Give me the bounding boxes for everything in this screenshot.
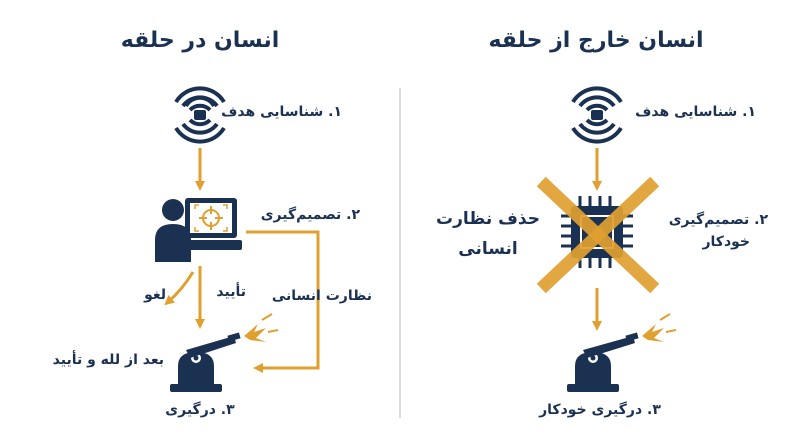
muzzle-flash-icon xyxy=(642,313,677,342)
cancel-label: لغو xyxy=(144,287,166,303)
left-panel-title: انسان در حلقه xyxy=(120,28,280,53)
right-step2-line1: ۲. تصمیم‌گیری xyxy=(668,212,768,228)
target-crosshair-icon xyxy=(194,204,228,232)
left-step3-label: ۳. درگیری xyxy=(165,402,235,418)
left-step2-label: ۲. تصمیم‌گیری xyxy=(260,207,360,223)
radar-icon xyxy=(571,86,623,144)
right-panel-title: انسان خارج از حلقه xyxy=(488,28,704,53)
after-approval-label: بعد از لله و تأیید xyxy=(52,352,164,368)
operator-computer-icon xyxy=(155,198,242,262)
right-step3-label: ۳. درگیری خودکار xyxy=(539,402,661,418)
oversight-loop-arrow xyxy=(246,230,320,373)
turret-icon xyxy=(170,332,241,392)
right-step1-label: ۱. شناسایی هدف xyxy=(635,104,756,120)
approve-label: تأیید xyxy=(216,284,246,300)
radar-icon xyxy=(174,86,226,144)
left-step1-label: ۱. شناسایی هدف xyxy=(221,104,342,120)
right-step2-line2: خودکار xyxy=(702,234,750,250)
cancel-arrow xyxy=(164,271,195,306)
muzzle-flash-icon xyxy=(244,313,279,342)
cross-out-icon xyxy=(536,176,660,294)
turret-icon xyxy=(567,332,639,392)
oversight-label: نظارت انسانی xyxy=(271,288,372,304)
removed-oversight-line2: انسانی xyxy=(458,239,518,259)
removed-oversight-line1: حذف نظارت xyxy=(436,209,540,229)
